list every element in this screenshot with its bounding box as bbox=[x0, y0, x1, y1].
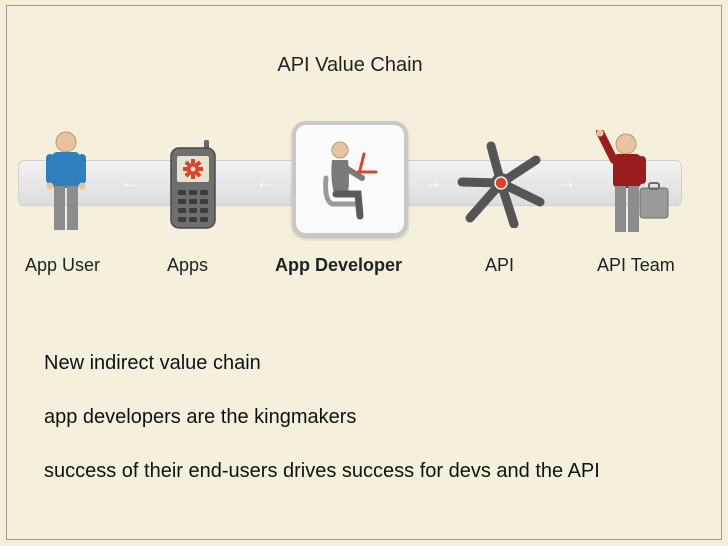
left-arrow-icon: ← bbox=[256, 172, 274, 192]
api-hub-icon bbox=[457, 141, 545, 228]
slide-title: API Value Chain bbox=[277, 54, 423, 76]
person-blue-icon bbox=[46, 131, 86, 230]
developer-highlight-box bbox=[292, 121, 408, 237]
label-app-developer: App Developer bbox=[275, 255, 403, 275]
bullet-text: success of their end-users drives succes… bbox=[44, 460, 600, 482]
label-app-user: App User bbox=[25, 255, 101, 275]
bullet-text: New indirect value chain bbox=[44, 352, 261, 374]
left-arrow-icon: ← bbox=[121, 172, 139, 192]
label-api: API bbox=[485, 255, 515, 275]
slide-frame bbox=[6, 5, 722, 540]
mobile-app-icon bbox=[170, 140, 216, 229]
right-arrow-icon: → bbox=[424, 172, 442, 192]
person-red-with-briefcase-icon bbox=[596, 130, 669, 232]
label-apps: Apps bbox=[167, 255, 209, 275]
bullet-text: app developers are the kingmakers bbox=[44, 406, 357, 428]
right-arrow-icon: → bbox=[558, 172, 576, 192]
label-api-team: API Team bbox=[597, 255, 675, 275]
developer-at-laptop-icon bbox=[323, 141, 378, 220]
